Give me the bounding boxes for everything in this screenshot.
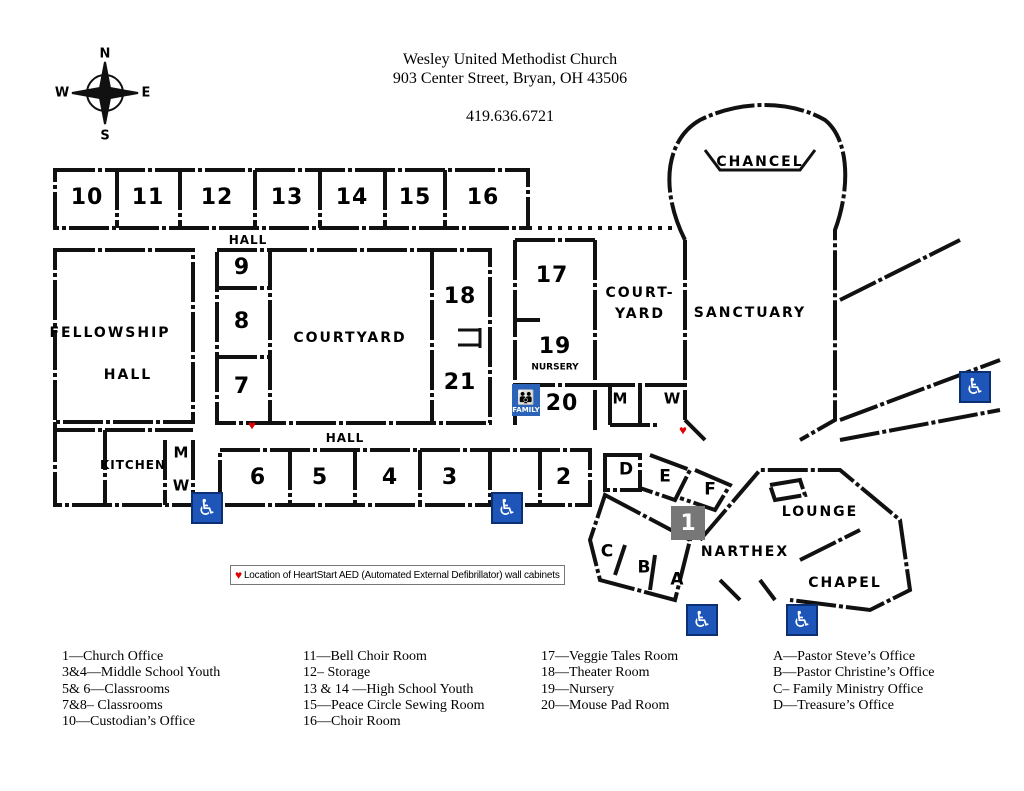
- legend-item: D—Treasure’s Office: [773, 697, 894, 713]
- office-f: F: [704, 479, 716, 500]
- heart-icon: ♥: [235, 568, 242, 582]
- aed-heart-icon: ♥: [679, 422, 687, 438]
- legend-item: 15—Peace Circle Sewing Room: [303, 697, 485, 713]
- mens-restroom: M: [612, 389, 628, 408]
- office-b: B: [637, 557, 651, 578]
- wheelchair-icon: ♿: [959, 371, 991, 403]
- room-6: 6: [249, 465, 267, 490]
- room-12: 12: [200, 185, 234, 210]
- nursery-label: NURSERY: [531, 362, 579, 373]
- room-3: 3: [441, 465, 459, 490]
- legend-column-2: 11—Bell Choir Room 12– Storage 13 & 14 —…: [303, 649, 485, 730]
- legend-item: 19—Nursery: [541, 681, 615, 697]
- aed-legend-note: ♥Location of HeartStart AED (Automated E…: [230, 565, 565, 585]
- aed-note-text: Location of HeartStart AED (Automated Ex…: [243, 569, 560, 581]
- legend-item: A—Pastor Steve’s Office: [773, 649, 916, 664]
- room-2: 2: [555, 465, 573, 490]
- compass-rose-icon: [71, 61, 139, 125]
- family-restroom-icon: 👪FAMILY: [512, 384, 540, 416]
- family-label: FAMILY: [512, 406, 540, 414]
- court-yard-label-1: COURT-: [605, 285, 675, 301]
- sanctuary-label: SANCTUARY: [693, 305, 807, 321]
- lounge-label: LOUNGE: [781, 504, 859, 520]
- chapel-label: CHAPEL: [808, 575, 882, 591]
- room-21: 21: [443, 370, 477, 395]
- church-address: 903 Center Street, Bryan, OH 43506: [392, 70, 628, 87]
- room-19: 19: [538, 334, 572, 359]
- church-phone: 419.636.6721: [466, 108, 554, 125]
- room-4: 4: [381, 465, 399, 490]
- office-a: A: [670, 569, 684, 590]
- wheelchair-icon: ♿: [191, 492, 223, 524]
- legend-item: B—Pastor Christine’s Office: [773, 665, 935, 681]
- compass-east: E: [141, 85, 151, 101]
- legend-column-3: 17—Veggie Tales Room 18—Theater Room 19—…: [541, 649, 678, 714]
- office-e: E: [659, 466, 671, 487]
- room-8: 8: [233, 309, 251, 334]
- womens-restroom: W: [663, 389, 681, 408]
- legend-item: 10—Custodian’s Office: [62, 714, 196, 730]
- kitchen-label: KITCHEN: [99, 458, 167, 472]
- legend-item: 11—Bell Choir Room: [303, 649, 427, 664]
- office-d: D: [618, 459, 634, 480]
- room-5: 5: [311, 465, 329, 490]
- legend-item: C– Family Ministry Office: [773, 681, 924, 697]
- room-15: 15: [398, 185, 432, 210]
- room-13: 13: [270, 185, 304, 210]
- aed-heart-icon: ♥: [248, 417, 256, 433]
- legend-item: 17—Veggie Tales Room: [541, 649, 679, 664]
- room-20: 20: [545, 391, 579, 416]
- legend-item: 5& 6—Classrooms: [62, 681, 170, 697]
- court-yard-label-2: YARD: [614, 306, 666, 322]
- room-17: 17: [535, 263, 569, 288]
- fellowship-hall-label-2: HALL: [103, 367, 153, 383]
- fellowship-hall-label-1: FELLOWSHIP: [49, 325, 171, 341]
- compass-south: S: [100, 128, 110, 144]
- legend-item: 3&4—Middle School Youth: [62, 665, 221, 681]
- hall-middle-label: HALL: [325, 431, 365, 445]
- room-16: 16: [466, 185, 500, 210]
- room-11: 11: [131, 185, 165, 210]
- room-10: 10: [70, 185, 104, 210]
- legend-item: 16—Choir Room: [303, 714, 401, 730]
- church-name: Wesley United Methodist Church: [402, 51, 618, 68]
- wheelchair-icon: ♿: [491, 492, 523, 524]
- chancel-label: CHANCEL: [716, 154, 804, 170]
- wheelchair-icon: ♿: [686, 604, 718, 636]
- legend-item: 12– Storage: [303, 665, 371, 681]
- womens-restroom-kitchen: W: [172, 476, 190, 495]
- hall-top-label: HALL: [228, 233, 268, 247]
- legend-item: 7&8– Classrooms: [62, 697, 163, 713]
- office-c: C: [600, 541, 614, 562]
- legend-item: 20—Mouse Pad Room: [541, 697, 670, 713]
- legend-column-4: A—Pastor Steve’s Office B—Pastor Christi…: [773, 649, 935, 714]
- room-18: 18: [443, 284, 477, 309]
- room-9: 9: [233, 255, 251, 280]
- legend-item: 1—Church Office: [62, 649, 164, 664]
- compass-west: W: [54, 85, 70, 101]
- legend-item: 13 & 14 —High School Youth: [303, 681, 474, 697]
- mens-restroom-kitchen: M: [173, 443, 189, 462]
- legend-column-1: 1—Church Office 3&4—Middle School Youth …: [62, 649, 220, 730]
- room-14: 14: [335, 185, 369, 210]
- wheelchair-icon: ♿: [786, 604, 818, 636]
- compass-north: N: [99, 46, 111, 62]
- room-7: 7: [233, 374, 251, 399]
- legend-item: 18—Theater Room: [541, 665, 650, 681]
- narthex-label: NARTHEX: [700, 544, 790, 560]
- courtyard-label: COURTYARD: [293, 330, 407, 346]
- church-office-1: 1: [671, 506, 705, 540]
